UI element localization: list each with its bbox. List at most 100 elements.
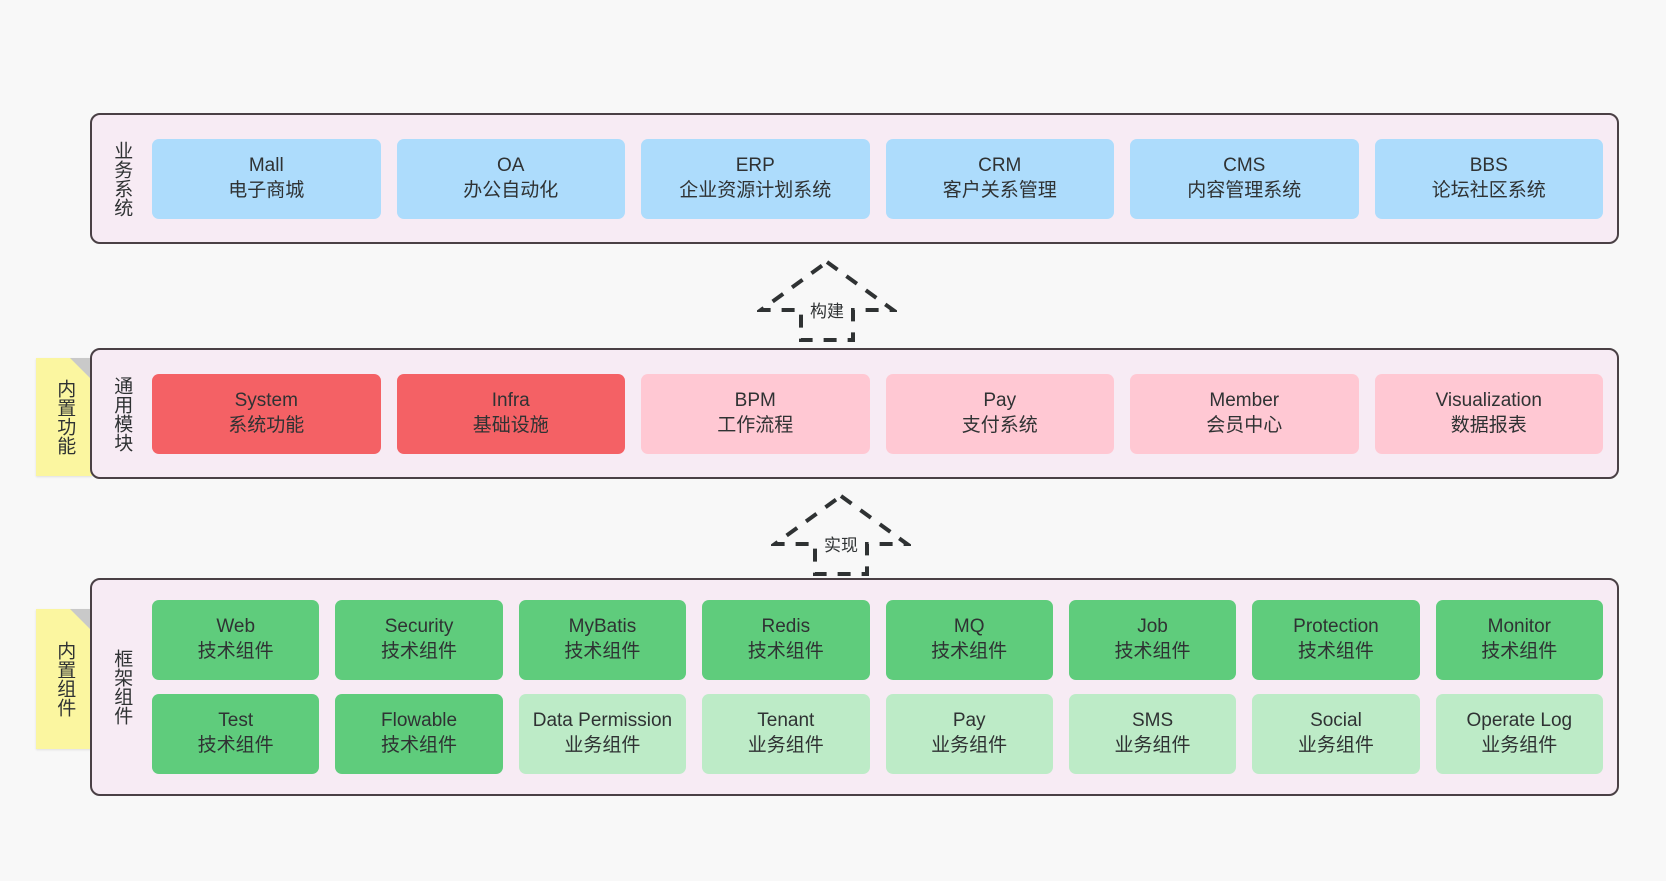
- component-desc: 论坛社区系统: [1431, 179, 1546, 201]
- component-name: Social: [1310, 710, 1362, 732]
- component-name: Infra: [491, 389, 530, 411]
- component-desc: 技术组件: [1114, 641, 1191, 662]
- component-name: OA: [497, 154, 525, 176]
- component-name: Security: [384, 616, 454, 638]
- component-box[interactable]: Security 技术组件: [335, 600, 503, 680]
- component-desc: 会员中心: [1206, 414, 1283, 436]
- component-name: Tenant: [757, 710, 815, 732]
- component-box[interactable]: Redis 技术组件: [702, 600, 870, 680]
- component-desc: 基础设施: [472, 414, 549, 436]
- arrow-build-shape: [757, 259, 897, 342]
- component-name: Flowable: [381, 710, 458, 732]
- component-name: BPM: [734, 389, 776, 411]
- component-name: Pay: [983, 389, 1017, 411]
- arrow-implement: 实现: [771, 492, 911, 576]
- component-desc: 电子商城: [228, 179, 305, 201]
- component-box[interactable]: Job 技术组件: [1068, 600, 1237, 680]
- component-box[interactable]: Tenant 业务组件: [702, 694, 870, 774]
- component-box[interactable]: Infra 基础设施: [396, 373, 625, 454]
- component-name: Mall: [248, 154, 284, 176]
- component-box[interactable]: CRM 客户关系管理: [885, 138, 1114, 219]
- component-desc: 技术组件: [197, 641, 274, 662]
- component-name: BBS: [1469, 154, 1508, 176]
- component-row: Mall 电子商城 OA 办公自动化 ERP 企业资源计划系统 CRM 客户关系管理 CMS 内容…: [152, 138, 1603, 219]
- component-desc: 支付系统: [961, 414, 1038, 436]
- component-desc: 业务组件: [747, 735, 824, 756]
- note-builtin-features: 内置功能: [36, 358, 92, 476]
- component-box[interactable]: MyBatis 技术组件: [518, 600, 687, 680]
- component-desc: 企业资源计划系统: [679, 179, 832, 201]
- component-desc: 技术组件: [747, 641, 824, 662]
- component-desc: 技术组件: [381, 735, 458, 756]
- note-builtin-components: 内置组件: [36, 609, 92, 749]
- component-box[interactable]: Social 业务组件: [1252, 694, 1420, 774]
- component-box[interactable]: OA 办公自动化: [396, 138, 625, 219]
- component-desc: 业务组件: [1297, 735, 1374, 756]
- component-desc: 内容管理系统: [1187, 179, 1302, 201]
- component-name: Operate Log: [1466, 710, 1573, 732]
- layer-business-systems-body: Mall 电子商城 OA 办公自动化 ERP 企业资源计划系统 CRM 客户关系管理 CMS 内容…: [138, 115, 1617, 242]
- component-box[interactable]: Pay 业务组件: [885, 694, 1053, 774]
- layer-business-systems-title: 业务系统: [111, 140, 133, 217]
- component-name: Test: [218, 710, 254, 732]
- component-name: ERP: [735, 154, 775, 176]
- component-name: SMS: [1131, 710, 1174, 732]
- component-name: Member: [1209, 389, 1280, 411]
- component-desc: 技术组件: [1297, 641, 1374, 662]
- component-desc: 客户关系管理: [942, 179, 1057, 201]
- component-name: Pay: [952, 710, 986, 732]
- component-box[interactable]: Pay 支付系统: [885, 373, 1114, 454]
- component-name: Monitor: [1487, 616, 1551, 638]
- component-desc: 技术组件: [381, 641, 458, 662]
- component-name: Job: [1137, 616, 1168, 638]
- component-box[interactable]: Flowable 技术组件: [335, 694, 503, 774]
- component-desc: 技术组件: [564, 641, 641, 662]
- component-name: Redis: [761, 616, 811, 638]
- component-name: MyBatis: [568, 616, 637, 638]
- component-box[interactable]: System 系统功能: [152, 373, 381, 454]
- component-box[interactable]: Web 技术组件: [152, 600, 320, 680]
- component-name: CMS: [1223, 154, 1266, 176]
- component-box[interactable]: MQ 技术组件: [885, 600, 1053, 680]
- component-name: Data Permission: [532, 710, 673, 732]
- component-desc: 数据报表: [1450, 414, 1527, 436]
- layer-common-modules-title: 通用模块: [111, 375, 133, 452]
- component-box[interactable]: BBS 论坛社区系统: [1374, 138, 1603, 219]
- component-box[interactable]: ERP 企业资源计划系统: [641, 138, 870, 219]
- component-name: Protection: [1293, 616, 1379, 638]
- component-box[interactable]: Protection 技术组件: [1252, 600, 1420, 680]
- component-name: Visualization: [1435, 389, 1542, 411]
- note-builtin-components-label: 内置组件: [54, 641, 76, 717]
- component-desc: 系统功能: [228, 414, 305, 436]
- component-box[interactable]: Member 会员中心: [1130, 373, 1359, 454]
- component-box[interactable]: Data Permission 业务组件: [518, 694, 687, 774]
- component-name: MQ: [953, 616, 985, 638]
- layer-framework-components-title: 框架组件: [111, 649, 133, 725]
- note-builtin-features-label: 内置功能: [54, 379, 76, 455]
- component-name: Web: [216, 616, 256, 638]
- component-desc: 技术组件: [1481, 641, 1558, 662]
- component-desc: 业务组件: [1114, 735, 1191, 756]
- component-name: System: [234, 389, 298, 411]
- component-desc: 业务组件: [564, 735, 641, 756]
- component-box[interactable]: SMS 业务组件: [1068, 694, 1237, 774]
- component-desc: 办公自动化: [463, 179, 559, 201]
- component-box[interactable]: Mall 电子商城: [152, 138, 381, 219]
- component-desc: 技术组件: [931, 641, 1008, 662]
- component-name: CRM: [978, 154, 1022, 176]
- component-box[interactable]: CMS 内容管理系统: [1130, 138, 1359, 219]
- component-box[interactable]: Visualization 数据报表: [1374, 373, 1603, 454]
- component-box[interactable]: Monitor 技术组件: [1435, 600, 1603, 680]
- component-desc: 业务组件: [931, 735, 1008, 756]
- arrow-build: 构建: [757, 258, 897, 342]
